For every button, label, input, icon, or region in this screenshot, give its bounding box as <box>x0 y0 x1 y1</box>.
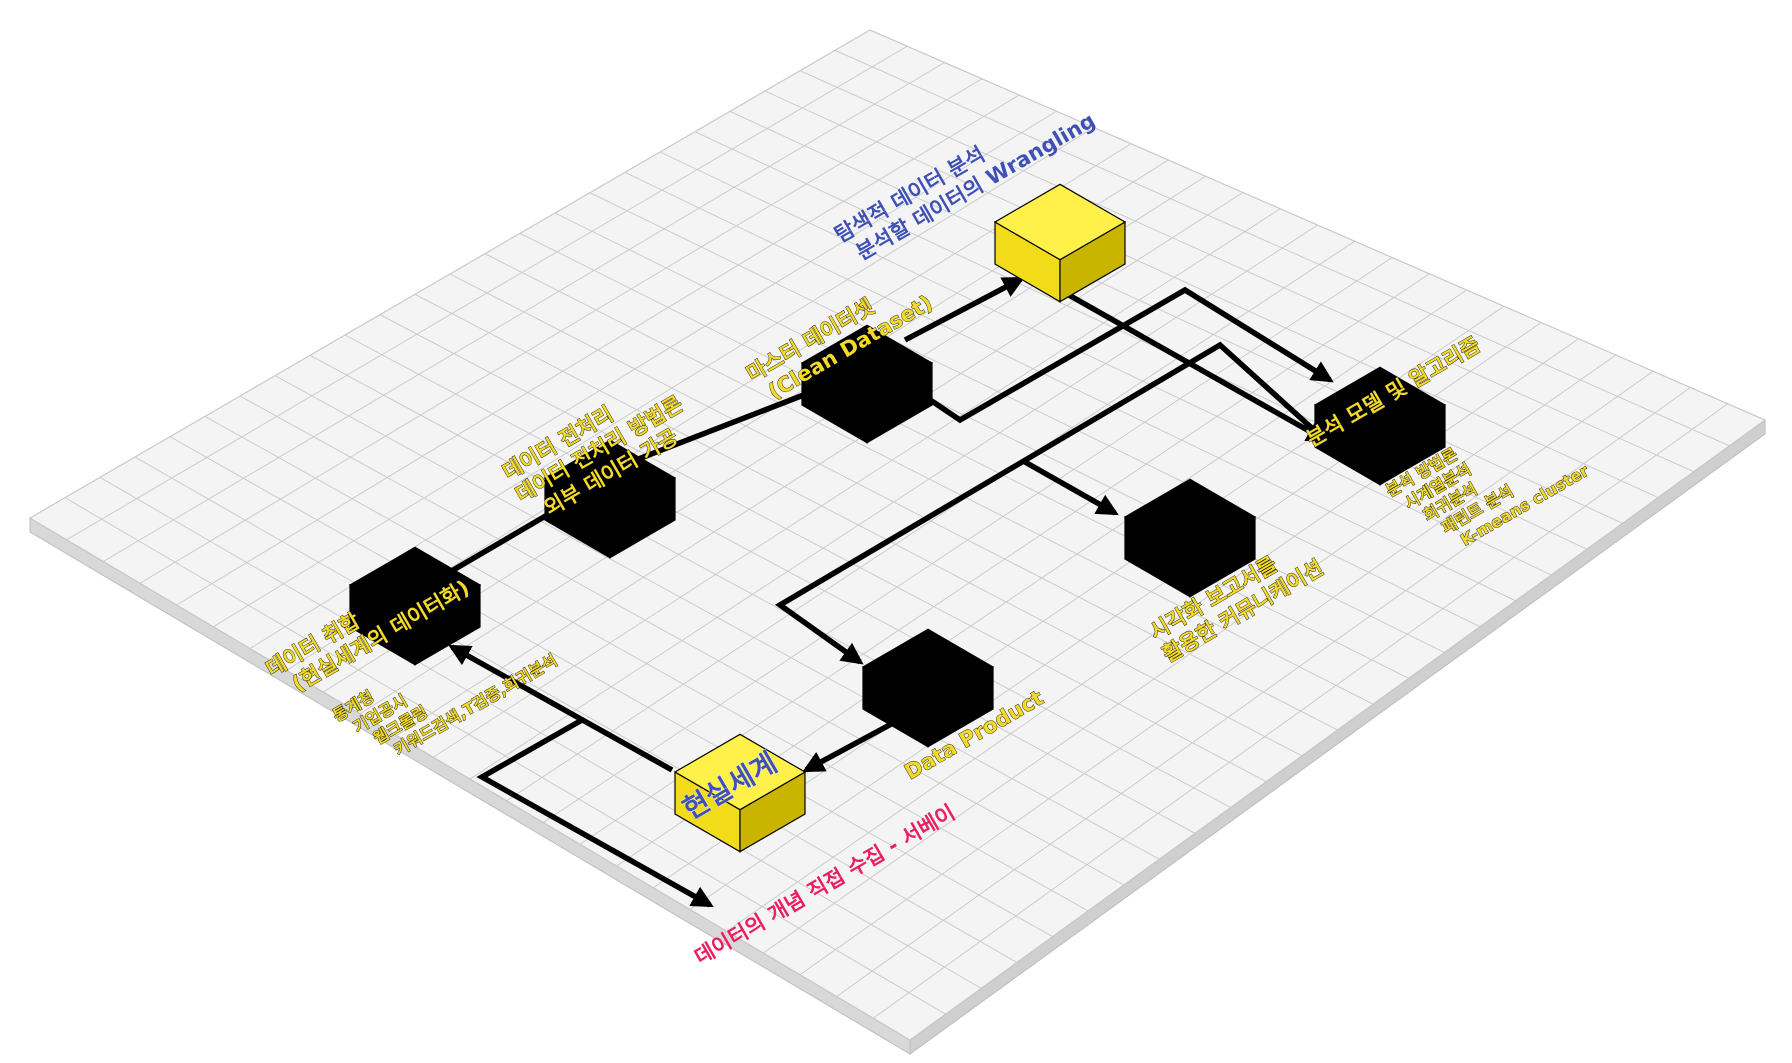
real-world-box <box>673 733 807 853</box>
cube-face-top <box>543 439 677 517</box>
grid-line <box>836 387 1691 997</box>
cube-face-top <box>861 628 995 706</box>
grid-line <box>506 240 1356 802</box>
cube-face-top <box>993 183 1127 261</box>
grid-line <box>909 419 1766 1041</box>
grid-lines <box>29 29 1766 1041</box>
arrow-real-world-to-acquisition <box>448 644 674 773</box>
eda-box <box>993 183 1127 303</box>
grid-plate <box>29 29 1767 1055</box>
data-product-box <box>861 628 995 748</box>
grid-line <box>396 192 1244 736</box>
arrow-data-product-to-real-world <box>802 719 897 773</box>
grid-line <box>66 45 908 541</box>
grid-line <box>873 403 1728 1019</box>
analysis-model-box <box>1313 366 1447 486</box>
grid-line <box>176 94 1020 606</box>
grid-line <box>139 78 983 584</box>
arrow-preprocessing-to-master <box>609 380 837 473</box>
grid-line <box>103 62 945 562</box>
grid-line <box>543 257 1393 823</box>
arrow-eda-to-analysis <box>1058 287 1329 443</box>
cube-face-top <box>1313 366 1447 444</box>
arrow-to-visualization <box>1023 459 1119 516</box>
arrow-analysis-to-data-product <box>774 341 1327 665</box>
grid-line <box>213 110 1057 628</box>
data-acquisition-box <box>348 546 482 666</box>
cube-face-top <box>1123 478 1257 556</box>
data-preprocessing-box <box>543 439 677 559</box>
grid-line <box>433 208 1281 758</box>
grid-line <box>799 370 1654 976</box>
arrow-direct-collection <box>476 717 714 908</box>
visualization-box <box>1123 478 1257 598</box>
cube-face-top <box>673 733 807 811</box>
grid-line <box>763 354 1617 954</box>
arrow-master-to-eda <box>903 276 1025 343</box>
master-dataset-box <box>800 324 934 444</box>
grid-line <box>29 29 871 519</box>
cube-face-top <box>348 546 482 624</box>
cube-face-top <box>800 324 934 402</box>
grid-line <box>469 224 1318 780</box>
